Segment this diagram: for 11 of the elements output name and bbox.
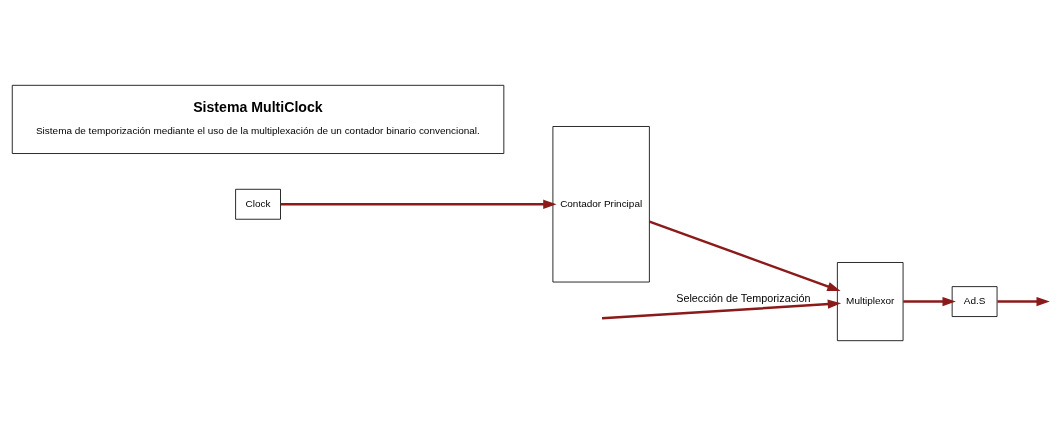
node-box: Ad.S — [951, 285, 998, 317]
edge-label: Selección de Temporización — [676, 291, 811, 304]
arrow — [280, 199, 557, 209]
node-box: Multiplexor — [836, 261, 904, 341]
node-box: Clock — [235, 188, 281, 220]
arrow — [601, 299, 842, 319]
node-box: Sistema MultiClock Sistema de temporización mediante el uso de la multiplexación de un contador binario convencional. — [11, 84, 505, 154]
arrow — [903, 296, 956, 306]
node-box: Contador Principal — [552, 125, 650, 282]
arrow — [649, 219, 841, 291]
arrow — [997, 296, 1050, 306]
